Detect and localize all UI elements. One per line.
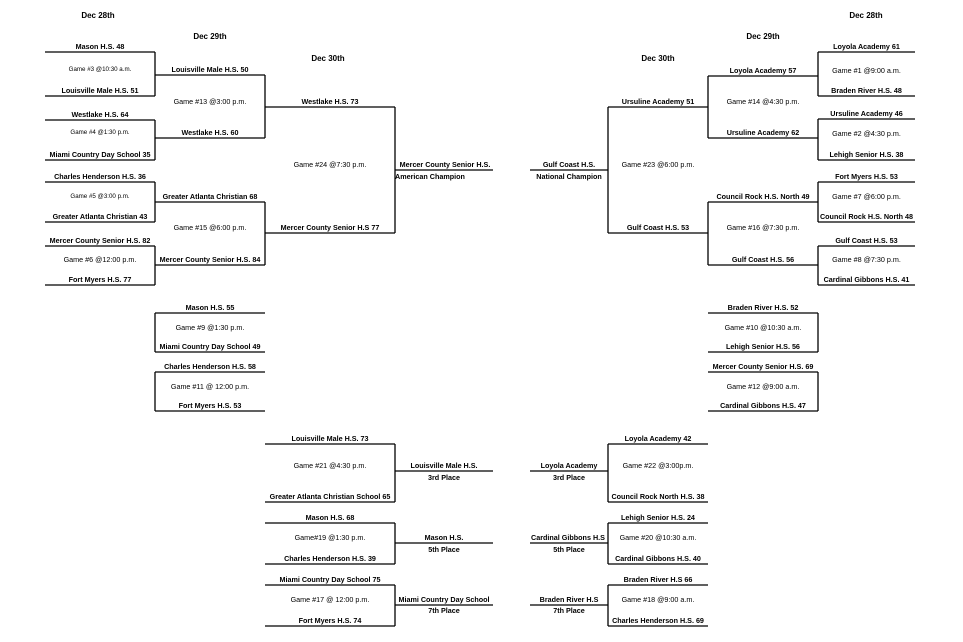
team-label: Gulf Coast H.S. 56 <box>731 255 795 264</box>
date-header-left-r2: Dec 29th <box>193 32 227 41</box>
team-label: Mercer County Senior H.S. 84 <box>159 255 261 264</box>
placement-label: 5th Place <box>553 545 585 554</box>
team-label: Mercer County Senior H.S. 82 <box>49 236 151 245</box>
placement-label: 5th Place <box>428 545 460 554</box>
champion-name: Gulf Coast H.S. <box>542 160 596 169</box>
champion-title: National Champion <box>536 172 602 181</box>
team-label: Fort Myers H.S. 53 <box>178 401 242 410</box>
placement-winner: Braden River H.S <box>539 595 599 604</box>
placement-winner: Louisville Male H.S. <box>410 461 478 470</box>
game-label: Game #3 @10:30 a.m. <box>68 66 132 73</box>
placement-label: 3rd Place <box>428 473 460 482</box>
team-label: Westlake H.S. 60 <box>181 128 239 137</box>
team-label: Braden River H.S. 48 <box>831 86 902 95</box>
team-label: Cardinal Gibbons H.S. 41 <box>823 275 910 284</box>
team-label: Fort Myers H.S. 74 <box>298 616 362 625</box>
team-label: Council Rock North H.S. 38 <box>611 492 705 501</box>
placement-label: 7th Place <box>428 606 460 615</box>
game-label: Game #7 @6:00 p.m. <box>832 192 901 201</box>
date-header-right-r1: Dec 28th <box>849 11 883 20</box>
team-label: Greater Atlanta Christian 68 <box>162 192 258 201</box>
game-label: Game #9 @1:30 p.m. <box>175 323 245 332</box>
team-label: Mason H.S. 68 <box>305 513 355 522</box>
team-label: Lehigh Senior H.S. 38 <box>829 150 904 159</box>
team-label: Council Rock H.S. North 48 <box>819 212 914 221</box>
team-label: Lehigh Senior H.S. 56 <box>726 342 800 351</box>
placement-winner: Loyola Academy <box>540 461 598 470</box>
date-header-right-r2: Dec 29th <box>746 32 780 41</box>
team-label: Louisville Male H.S. 51 <box>61 86 139 95</box>
team-label: Mason H.S. 55 <box>185 303 235 312</box>
placement-label: 3rd Place <box>553 473 585 482</box>
placement-winner: Mason H.S. <box>424 533 464 542</box>
team-label: Ursuline Academy 62 <box>726 128 800 137</box>
team-label: Miami Country Day School 49 <box>159 342 261 351</box>
team-label: Council Rock H.S. North 49 <box>716 192 810 201</box>
game-label: Game #2 @4:30 p.m. <box>832 129 901 138</box>
game-label: Game #23 @6:00 p.m. <box>621 160 695 169</box>
team-label: Greater Atlanta Christian 43 <box>52 212 148 221</box>
team-label: Gulf Coast H.S. 53 <box>835 236 898 245</box>
team-label: Lehigh Senior H.S. 24 <box>621 513 695 522</box>
team-label: Loyola Academy 57 <box>729 66 797 75</box>
team-label: Cardinal Gibbons H.S. 40 <box>615 554 701 563</box>
team-label: Braden River H.S. 52 <box>727 303 799 312</box>
game-label: Game #4 @1:30 p.m. <box>70 129 130 136</box>
game-label: Game #5 @3:00 p.m. <box>70 193 130 200</box>
date-header-left-r1: Dec 28th <box>81 11 115 20</box>
game-label: Game #11 @ 12:00 p.m. <box>170 382 250 391</box>
team-label: Ursuline Academy 51 <box>621 97 695 106</box>
team-label: Ursuline Academy 46 <box>830 109 903 118</box>
team-label: Braden River H.S 66 <box>623 575 693 584</box>
team-label: Fort Myers H.S. 53 <box>835 172 898 181</box>
game-label: Game #20 @10:30 a.m. <box>619 533 697 542</box>
game-label: Game #17 @ 12:00 p.m. <box>290 595 370 604</box>
team-label: Charles Henderson H.S. 39 <box>284 554 376 563</box>
team-label: Charles Henderson H.S. 58 <box>164 362 256 371</box>
team-label: Cardinal Gibbons H.S. 47 <box>720 401 806 410</box>
team-label: Louisville Male H.S. 73 <box>291 434 369 443</box>
team-label: Charles Henderson H.S. 36 <box>54 172 146 181</box>
team-label: Mercer County Senior H.S 77 <box>280 223 380 232</box>
game-label: Game#19 @1:30 p.m. <box>294 533 366 542</box>
team-label: Loyola Academy 42 <box>624 434 692 443</box>
date-header-left-r3: Dec 30th <box>311 54 345 63</box>
champion-title: American Champion <box>395 172 465 181</box>
date-header-right-r3: Dec 30th <box>641 54 675 63</box>
placement-label: 7th Place <box>553 606 585 615</box>
game-label: Game #21 @4:30 p.m. <box>293 461 367 470</box>
game-label: Game #13 @3:00 p.m. <box>173 97 247 106</box>
game-label: Game #24 @7:30 p.m. <box>293 160 367 169</box>
team-label: Westlake H.S. 73 <box>301 97 359 106</box>
game-label: Game #6 @12:00 p.m. <box>63 255 137 264</box>
team-label: Loyola Academy 61 <box>833 42 900 51</box>
game-label: Game #10 @10:30 a.m. <box>724 323 802 332</box>
team-label: Fort Myers H.S. 77 <box>68 275 132 284</box>
placement-winner: Miami Country Day School <box>398 595 490 604</box>
team-label: Mason H.S. 48 <box>75 42 125 51</box>
game-label: Game #22 @3:00p.m. <box>622 461 694 470</box>
placement-winner: Cardinal Gibbons H.S <box>531 533 605 542</box>
team-label: Miami Country Day School 35 <box>49 150 151 159</box>
team-label: Mercer County Senior H.S. 69 <box>712 362 814 371</box>
game-label: Game #18 @9:00 a.m. <box>621 595 695 604</box>
game-label: Game #12 @9:00 a.m. <box>726 382 800 391</box>
game-label: Game #15 @6:00 p.m. <box>173 223 247 232</box>
team-label: Gulf Coast H.S. 53 <box>626 223 690 232</box>
game-label: Game #16 @7:30 p.m. <box>726 223 800 232</box>
team-label: Louisville Male H.S. 50 <box>171 65 249 74</box>
champion-name: Mercer County Senior H.S. <box>399 160 491 169</box>
team-label: Westlake H.S. 64 <box>71 110 129 119</box>
team-label: Miami Country Day School 75 <box>279 575 381 584</box>
team-label: Charles Henderson H.S. 69 <box>612 616 704 625</box>
game-label: Game #1 @9:00 a.m. <box>832 66 901 75</box>
game-label: Game #14 @4:30 p.m. <box>726 97 800 106</box>
game-label: Game #8 @7:30 p.m. <box>832 255 901 264</box>
team-label: Greater Atlanta Christian School 65 <box>269 492 391 501</box>
